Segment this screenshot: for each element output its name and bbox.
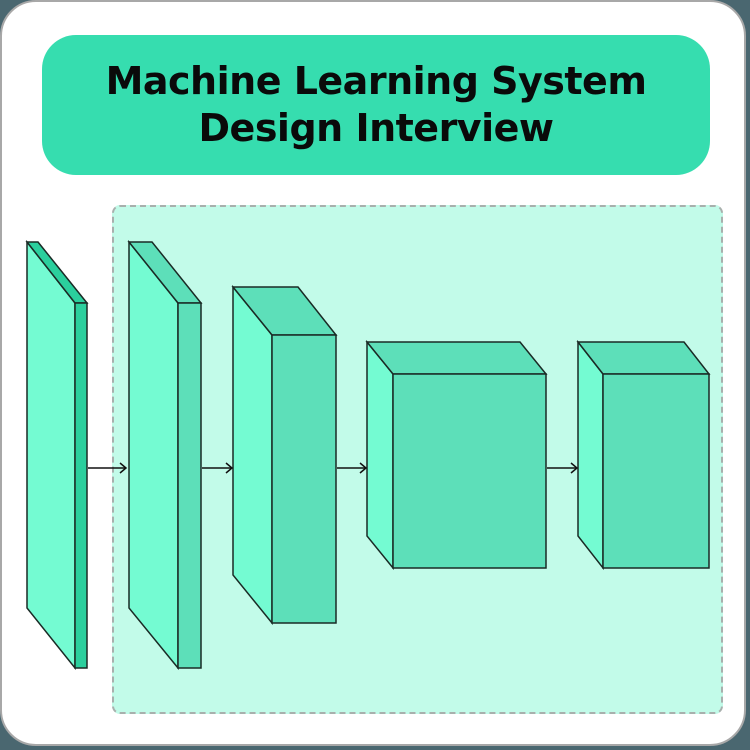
title: Machine Learning System Design Interview	[106, 58, 647, 152]
title-banner: Machine Learning System Design Interview	[42, 35, 710, 175]
layer-5-cube	[576, 339, 711, 571]
layer-2-slab	[127, 239, 203, 671]
arrow-3-icon	[337, 462, 368, 474]
arrow-1-icon	[88, 462, 128, 474]
layer-3-block	[231, 284, 338, 626]
arrow-4-icon	[547, 462, 579, 474]
title-line-2: Design Interview	[198, 106, 554, 150]
layer-4-cube	[365, 339, 548, 571]
arrow-2-icon	[202, 462, 234, 474]
layer-1-slab	[25, 239, 89, 671]
title-line-1: Machine Learning System	[105, 59, 647, 103]
